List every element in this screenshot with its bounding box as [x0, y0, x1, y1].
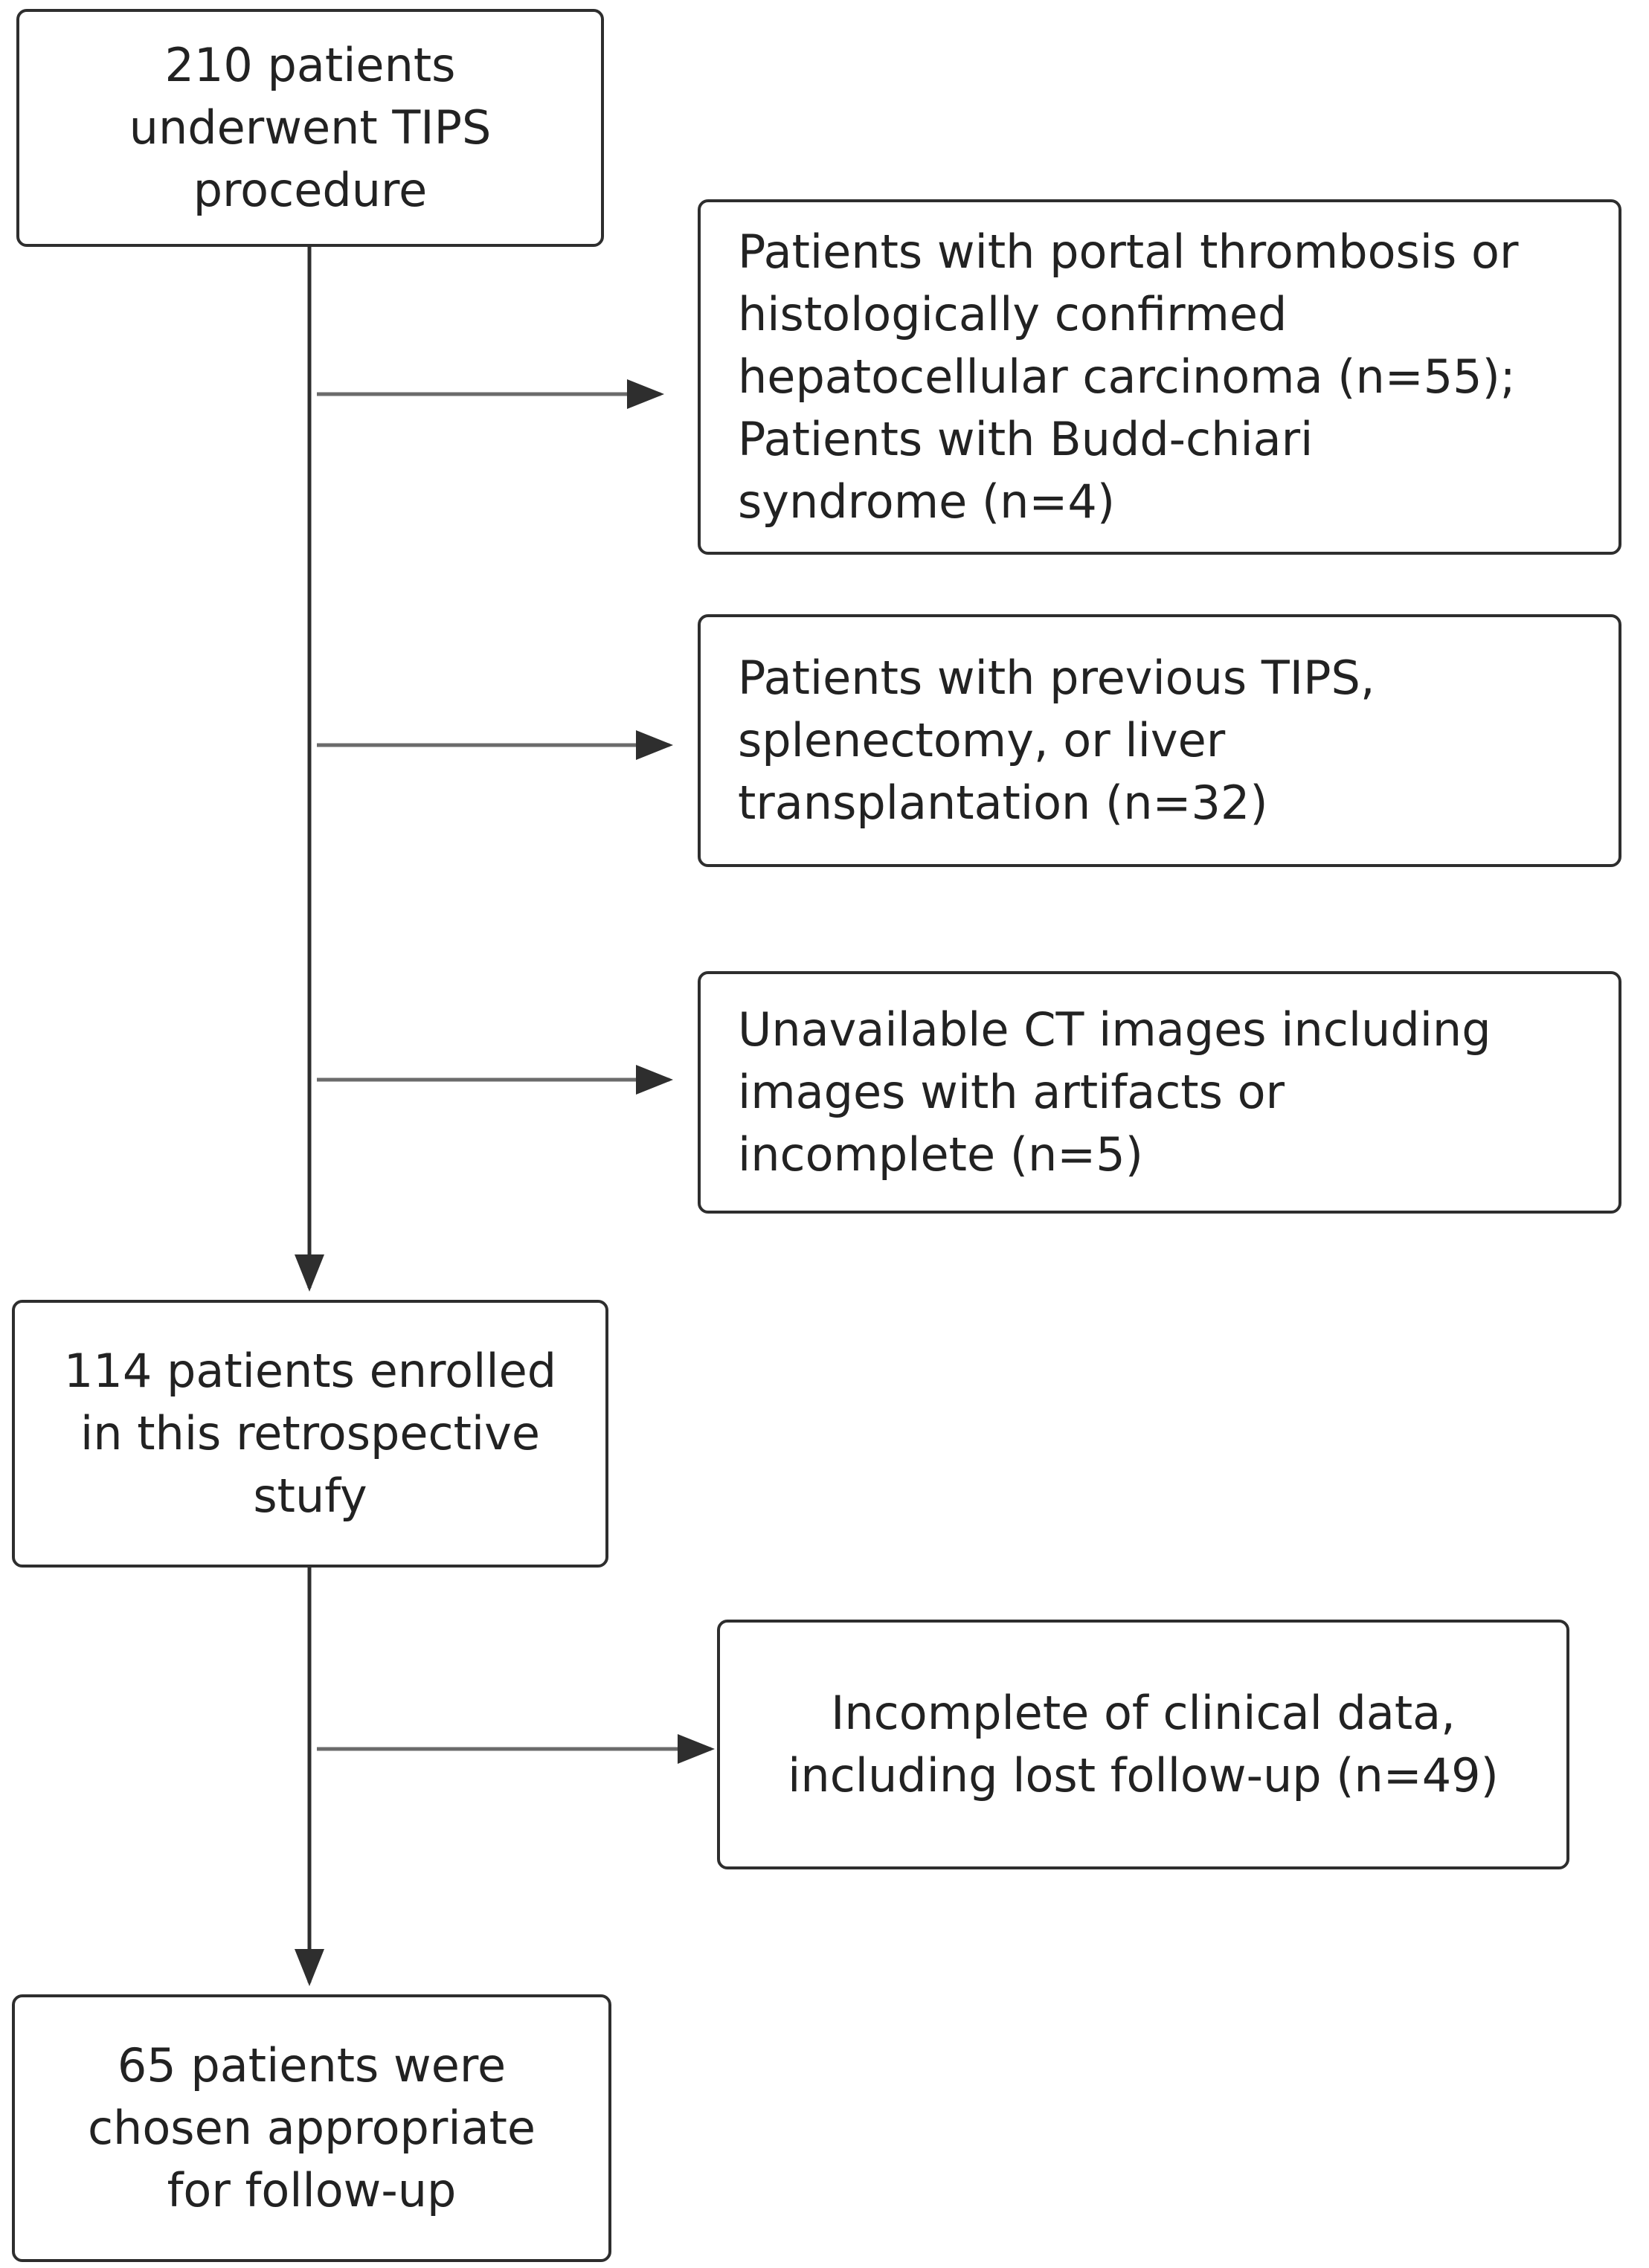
final-box: 65 patients were chosen appropriate for …: [12, 1994, 611, 2262]
exclusion-box-4: Incomplete of clinical data, including l…: [717, 1620, 1569, 1869]
exclusion-line: syndrome (n=4): [738, 474, 1116, 529]
enrolled-line: 114 patients enrolled: [63, 1344, 557, 1398]
enrolled-line: stufy: [253, 1469, 367, 1523]
exclusion-line: Patients with previous TIPS,: [738, 651, 1375, 705]
final-line: for follow-up: [167, 2163, 457, 2217]
start-line: underwent TIPS: [129, 100, 492, 155]
exclusion-line: hepatocellular carcinoma (n=55);: [738, 349, 1516, 404]
final-line: chosen appropriate: [87, 2101, 536, 2155]
exclusion-box-3: Unavailable CT images including images w…: [698, 971, 1621, 1214]
exclusion-line: Incomplete of clinical data,: [831, 1686, 1456, 1740]
exclusion-line: transplantation (n=32): [738, 776, 1268, 830]
exclusion-line: images with artifacts or: [738, 1065, 1285, 1119]
start-box: 210 patients underwent TIPS procedure: [16, 9, 604, 247]
exclusion-box-2: Patients with previous TIPS, splenectomy…: [698, 614, 1621, 867]
exclusion-line: histologically confirmed: [738, 287, 1288, 341]
enrolled-box: 114 patients enrolled in this retrospect…: [12, 1300, 608, 1568]
start-line: 210 patients: [164, 38, 456, 92]
exclusion-line: incomplete (n=5): [738, 1127, 1143, 1182]
exclusion-line: including lost follow-up (n=49): [788, 1748, 1499, 1803]
exclusion-line: Unavailable CT images including: [738, 1002, 1491, 1057]
exclusion-line: Patients with portal thrombosis or: [738, 225, 1519, 279]
start-line: procedure: [193, 163, 428, 217]
exclusion-line: Patients with Budd-chiari: [738, 412, 1314, 466]
final-line: 65 patients were: [117, 2038, 507, 2093]
exclusion-box-1: Patients with portal thrombosis or histo…: [698, 199, 1621, 555]
enrolled-line: in this retrospective: [80, 1406, 540, 1460]
exclusion-line: splenectomy, or liver: [738, 713, 1226, 767]
